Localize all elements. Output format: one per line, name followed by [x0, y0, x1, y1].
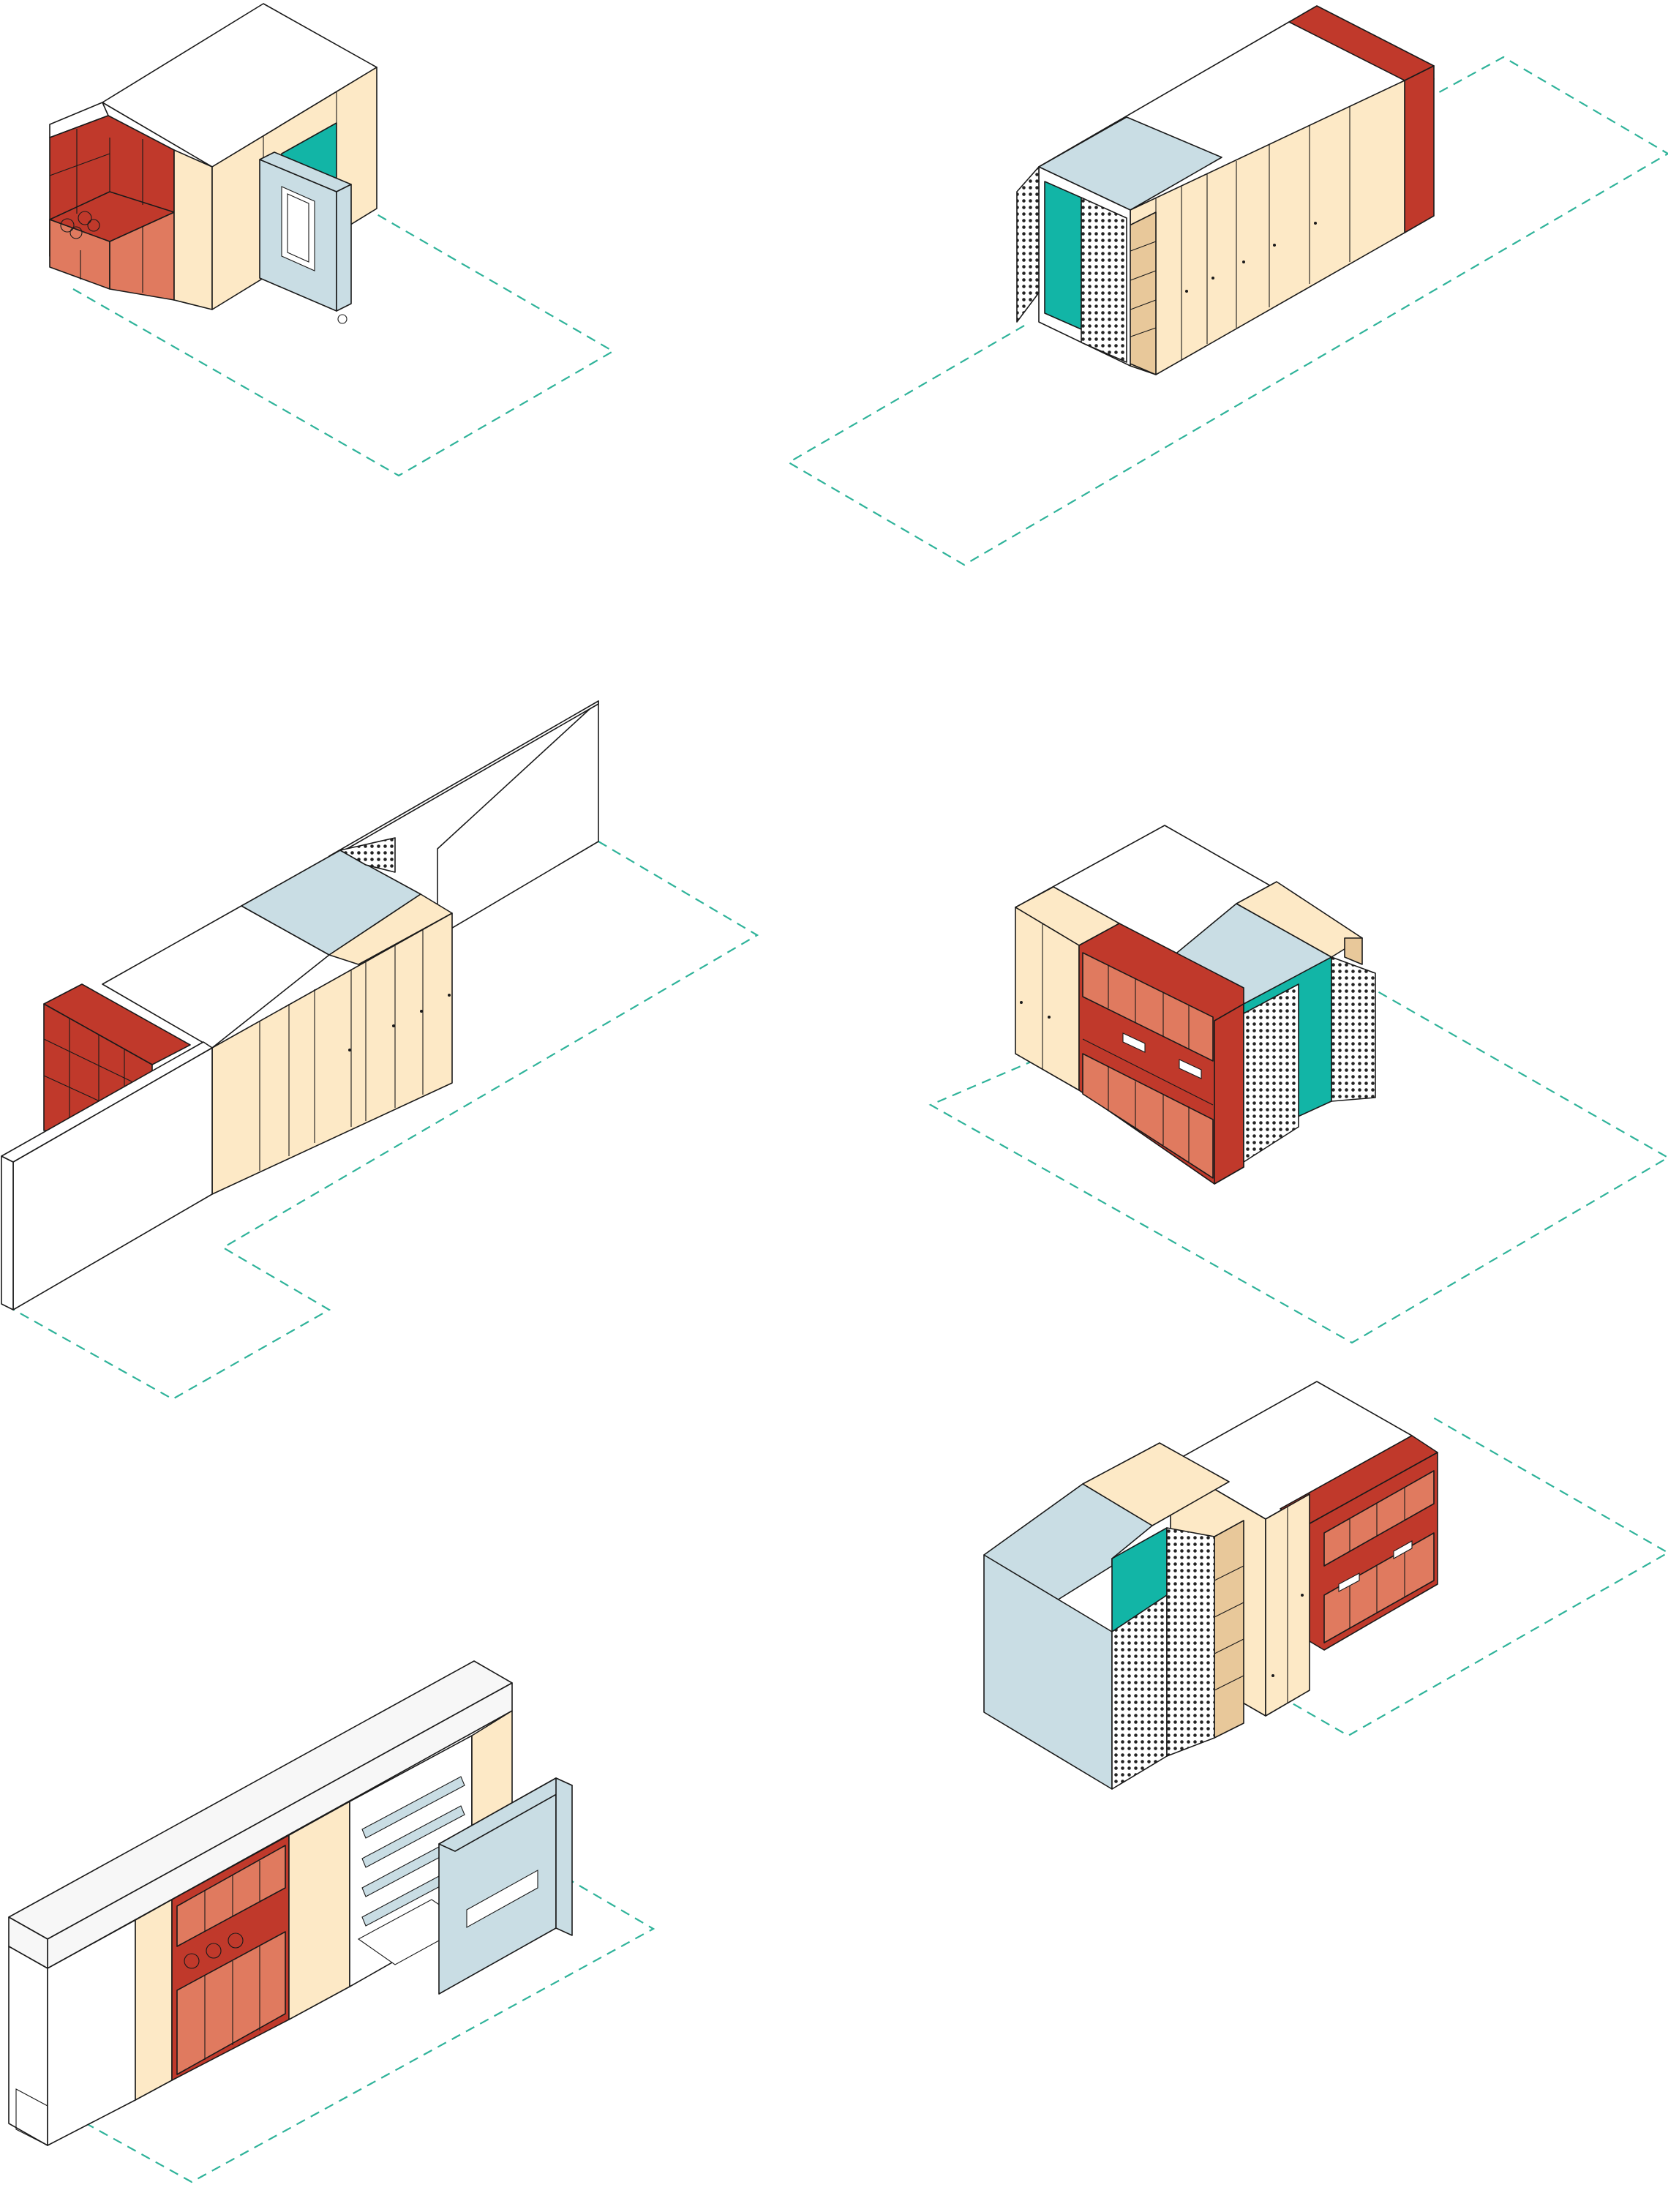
module-3-footprint	[7, 841, 759, 1401]
module-3-front-wall-end	[1, 1155, 14, 1311]
module-5-cream-panel	[288, 1801, 350, 2020]
module-4-cabinet-grid	[1082, 966, 1214, 1162]
module-4-red-side	[1214, 1003, 1244, 1185]
module-4-lower-cabinets	[1082, 1053, 1214, 1179]
module-2-wardrobe-block	[786, 5, 1668, 566]
module-3-wardrobe-doors	[259, 929, 451, 1171]
module-6-blue-cube-unit	[983, 1381, 1668, 1790]
module-5-long-counter	[8, 1660, 655, 2183]
module-3-perforated-door	[339, 837, 396, 873]
module-2-red-end	[1404, 65, 1435, 233]
module-2-storage-shelves	[1126, 211, 1157, 375]
module-1-pivot-panel-window	[281, 186, 315, 271]
module-1-hob-icon	[60, 211, 100, 239]
module-3-front-wall-top	[1, 1041, 213, 1163]
module-5-end-panel	[8, 1946, 48, 2146]
module-5-cream-door	[135, 1899, 173, 2101]
module-4-upper-cabinets	[1082, 952, 1214, 1062]
module-1-footprint	[72, 211, 615, 477]
module-4-sink-icon	[1122, 1032, 1202, 1079]
module-3-partition-wall	[1, 700, 759, 1401]
module-6-upper-cabinets	[1323, 1470, 1435, 1567]
module-6-storage-shelves	[1214, 1520, 1244, 1739]
module-1-wardrobe-front	[173, 149, 213, 310]
module-1-kitchenette-wardrobe	[49, 3, 615, 477]
module-5-footprint	[56, 1880, 655, 2183]
module-1-pivot-panel-side	[336, 184, 352, 312]
module-5-lower-cabinets	[176, 1931, 286, 2075]
module-6-perforated-panel	[1166, 1527, 1215, 1757]
module-4-wardrobe-edge	[1344, 937, 1363, 965]
module-2-teal-niche	[1044, 181, 1082, 330]
module-5-cabinet-grid	[204, 1861, 260, 2060]
module-5-pivot-panel-side	[555, 1777, 573, 1936]
module-4-sink-unit	[928, 825, 1668, 1344]
module-5-hob-icon	[184, 1932, 244, 1969]
module-6-cabinet-grid	[1349, 1487, 1405, 1628]
module-1-caster-icon	[337, 314, 348, 324]
module-4-footprint	[928, 976, 1668, 1344]
module-3-back-wall-face	[437, 700, 599, 937]
module-4-perforated-door-left	[1243, 983, 1299, 1163]
module-2-footprint	[786, 56, 1668, 566]
module-4-perforated-door-right	[1331, 956, 1376, 1102]
module-5-upper-cabinets	[176, 1845, 286, 1947]
module-6-sink-icon	[1338, 1540, 1413, 1592]
module-5-pivot-panel-slot	[466, 1870, 538, 1928]
module-2-perforated-panel	[1081, 197, 1127, 363]
module-2-perforated-door	[1016, 166, 1040, 323]
